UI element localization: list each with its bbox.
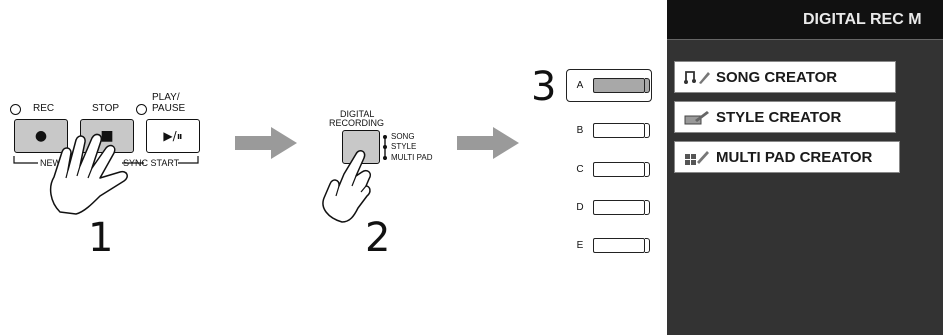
- hand-pointing-icon: [322, 150, 372, 223]
- record-dot-icon: ●: [34, 128, 48, 144]
- selector-pill-e: [593, 237, 650, 253]
- selector-letter-a: A: [576, 80, 584, 91]
- mode-style-label: STYLE: [391, 142, 417, 151]
- step-number-2: 2: [365, 215, 391, 261]
- selector-letter-e: E: [576, 240, 584, 251]
- selector-pill-a: [593, 77, 650, 93]
- mode-indicator-lamps: [383, 135, 387, 160]
- selector-letter-d: D: [576, 202, 584, 213]
- rec-label: REC: [33, 103, 55, 114]
- selector-button-d[interactable]: D: [566, 191, 652, 224]
- play-pause-button[interactable]: ▶/⏸: [146, 119, 200, 153]
- rec-button[interactable]: ●: [14, 119, 68, 153]
- menu-item-label: MULTI PAD CREATOR: [716, 148, 873, 166]
- selector-pill-b: [593, 122, 650, 138]
- selector-letter-c: C: [576, 164, 584, 175]
- selector-button-c[interactable]: C: [566, 153, 652, 186]
- selector-button-b[interactable]: B: [566, 114, 652, 147]
- menu-item-multi-pad-creator[interactable]: MULTI PAD CREATOR: [674, 141, 900, 173]
- menu-item-style-creator[interactable]: STYLE CREATOR: [674, 101, 896, 133]
- digital-recording-label-line1: DIGITAL: [340, 109, 375, 119]
- step-number-1: 1: [88, 215, 114, 261]
- new-song-label: NEW: [40, 158, 61, 168]
- selector-pill-d: [593, 199, 650, 215]
- note-pencil-icon: [683, 67, 711, 87]
- menu-item-label: STYLE CREATOR: [716, 108, 842, 126]
- digital-recording-label-line2: RECORDING: [329, 118, 385, 128]
- mode-multi-pad-label: MULTI PAD: [391, 153, 433, 162]
- pad-pencil-icon: [683, 147, 711, 167]
- hand-pressing-icon: [49, 133, 128, 215]
- rec-lamp: [10, 104, 21, 115]
- lcd-screen: DIGITAL REC M SONG CREATOR STYLE CREATOR: [667, 0, 943, 335]
- step-number-3: 3: [531, 64, 557, 110]
- selector-button-a[interactable]: A: [566, 69, 652, 102]
- selector-letter-b: B: [576, 125, 584, 136]
- function-brackets: [13, 156, 199, 164]
- style-pencil-icon: [683, 107, 711, 127]
- play-pause-icon: ▶/⏸: [163, 128, 183, 143]
- play-lamp: [136, 104, 147, 115]
- menu-item-song-creator[interactable]: SONG CREATOR: [674, 61, 896, 93]
- arrow-right-icon: [457, 127, 519, 159]
- selector-button-e[interactable]: E: [566, 229, 652, 262]
- mode-song-label: SONG: [391, 132, 415, 141]
- play-label-line1: PLAY/: [152, 92, 180, 103]
- play-label-line2: PAUSE: [152, 103, 186, 114]
- stop-label: STOP: [92, 103, 120, 114]
- selector-pill-c: [593, 161, 650, 177]
- stop-square-icon: ■: [100, 128, 114, 144]
- screen-title: DIGITAL REC M: [667, 0, 943, 40]
- arrow-right-icon: [235, 127, 297, 159]
- menu-item-label: SONG CREATOR: [716, 68, 838, 86]
- sync-start-label: SYNC START: [123, 158, 180, 168]
